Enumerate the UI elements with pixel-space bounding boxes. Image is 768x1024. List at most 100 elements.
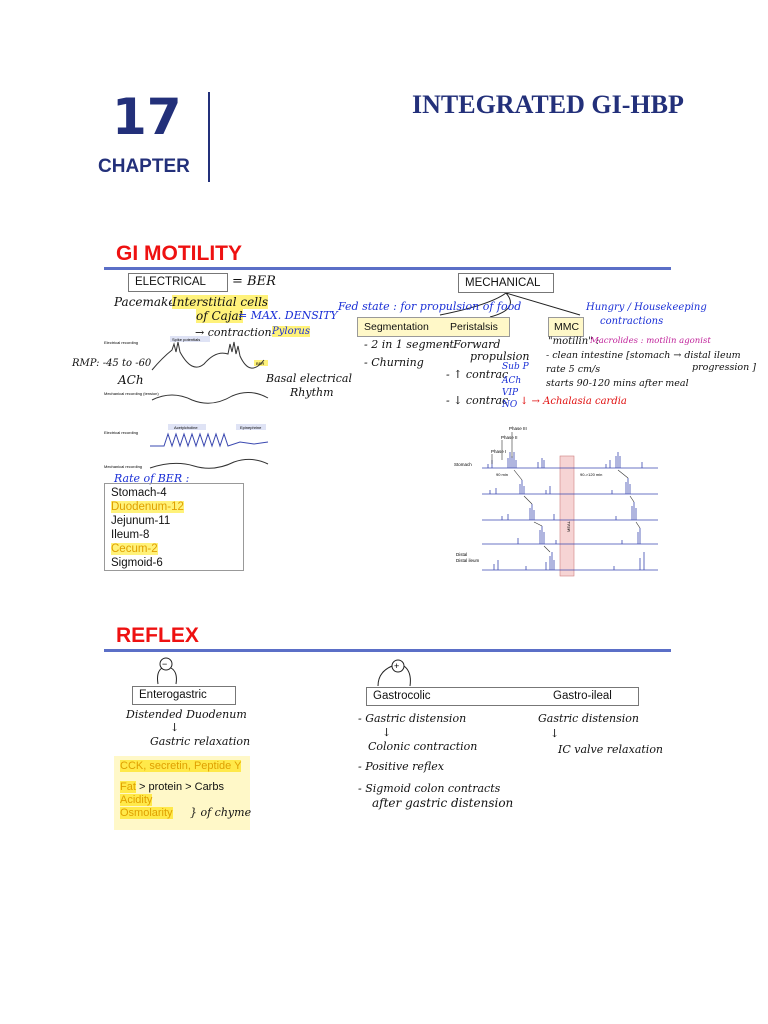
reflex-heading: REFLEX	[116, 624, 199, 647]
mmc-contractions-note: contractions	[600, 316, 664, 327]
time-label-2: 90->120 min	[580, 472, 602, 477]
gastrocolic-arrow: ↓	[382, 726, 392, 739]
ber-trace-2: Electrical recording Mechanical recordin…	[104, 424, 269, 469]
gastrocolic-loop: +	[377, 659, 411, 687]
fat-rest: > protein > Carbs	[138, 781, 224, 793]
ach-note: ACh	[118, 373, 144, 387]
mmc-chart: Phase III Phase II Phase I Stomach 90 mi…	[454, 426, 658, 577]
rmp-note: RMP: -45 to -60	[72, 358, 152, 369]
mmc-rate: rate 5 cm/s	[546, 364, 601, 375]
rate-ileum: Ileum-8	[111, 529, 150, 541]
trace1-label-electrical: Electrical recording	[104, 340, 138, 345]
rate-sigmoid: Sigmoid-6	[111, 557, 163, 569]
gastroileal-note-2: IC valve relaxation	[558, 743, 664, 756]
distal-ileum-label-1: Distal	[456, 552, 467, 557]
chapter-title: INTEGRATED GI-HBP	[412, 90, 684, 119]
time-label-1: 90 min	[496, 472, 508, 477]
pylorus-note: Pylorus	[272, 326, 310, 337]
gastrocolic-note-2: Colonic contraction	[368, 740, 478, 753]
pacemaker-text2: of Cajal	[196, 309, 243, 323]
electrical-wave	[151, 341, 265, 371]
mechanical-branches	[439, 293, 581, 318]
mmc-progression: progression ]	[692, 362, 756, 373]
fed-state-note: Fed state : for propulsion of food	[338, 300, 522, 313]
per-note-vip: VIP	[502, 388, 519, 398]
epi-tag-bg	[236, 424, 266, 430]
gastroileal-arrow: ↓	[550, 727, 560, 740]
trace1-label-mechanical: Mechanical recording (tension)	[104, 391, 159, 396]
mmc-macrolides: Macrolides : motilin agonist	[590, 336, 711, 346]
chapter-label: CHAPTER	[98, 156, 190, 177]
gastrocolic-sign: +	[394, 661, 399, 671]
rate-duodenum: Duodenum-12	[111, 501, 184, 513]
meal-band	[559, 455, 575, 577]
gastric-reflex-box: Gastrocolic Gastro-ileal	[366, 687, 639, 706]
reflex-rule	[104, 649, 671, 652]
gastroileal-label: Gastro-ileal	[553, 690, 612, 702]
enterogastric-box: Enterogastric	[132, 686, 236, 705]
trace2-label-electrical: Electrical recording	[104, 430, 138, 435]
enterogastric-arrow: ↓	[170, 721, 180, 734]
per-note-forward: - Forward	[446, 338, 501, 351]
of-chyme-note: } of chyme	[190, 806, 252, 819]
trace2-electrical-wave	[150, 432, 269, 448]
fat-label: Fat	[120, 781, 136, 793]
ber-trace-1: Electrical recording Mechanical recordin…	[104, 336, 269, 404]
achalasia-note: ↓ → Achalasia cardia	[520, 396, 627, 407]
basal-note-2: Rhythm	[290, 386, 334, 399]
enterogastric-note-1: Distended Duodenum	[126, 708, 247, 721]
gastrocolic-note-3: - Positive reflex	[358, 760, 444, 773]
peristalsis-label: Peristalsis	[450, 321, 498, 333]
acidity-label: Acidity	[120, 794, 153, 806]
mediators-box: CCK, secretin, Peptide Y Fat > protein >…	[114, 756, 250, 830]
mmc-starts: starts 90-120 mins after meal	[546, 378, 689, 389]
gastroileal-note-1: Gastric distension	[538, 712, 639, 725]
per-note-decrease: - ↓ contrac	[446, 394, 509, 407]
pacemaker-text1: Interstitial cells	[172, 295, 269, 309]
trace2-mechanical-wave	[149, 458, 269, 469]
stomach-label: Stomach	[454, 462, 472, 467]
gastrocolic-note-5: after gastric distension	[372, 796, 514, 810]
per-note-propulsion: propulsion	[470, 350, 530, 363]
enterogastric-note-2: Gastric relaxation	[150, 735, 251, 748]
gi-motility-rule	[104, 267, 671, 270]
spike-tag: Spike potentials	[172, 337, 200, 342]
segmentation-label: Segmentation	[364, 321, 429, 333]
osmolarity-label: Osmolarity	[120, 807, 173, 819]
phase3-label: Phase III	[509, 426, 527, 431]
pacemaker-label: Pacemaker :	[114, 295, 190, 309]
epi-tag: Epinephrine	[240, 425, 262, 430]
contractions-note: → contractions	[195, 326, 278, 339]
gi-motility-heading: GI MOTILITY	[116, 242, 242, 265]
rate-title: Rate of BER :	[114, 472, 190, 485]
ber-note: = BER	[232, 274, 276, 289]
mmc-arrows	[491, 432, 641, 553]
mechanical-wave	[151, 392, 269, 404]
phase1-label: Phase I	[491, 449, 506, 454]
mmc-clean: - clean intestine [stomach → distal ileu…	[546, 350, 741, 361]
hungry-note: Hungry / Housekeeping	[586, 302, 707, 313]
mechanical-box: MECHANICAL	[458, 273, 554, 293]
distal-ileum-label: Distal ileum	[456, 558, 480, 563]
spike-tag-bg	[170, 336, 210, 342]
mediators-text: CCK, secretin, Peptide Y	[120, 760, 242, 772]
gastrocolic-note-1: - Gastric distension	[358, 712, 467, 725]
per-note-no: NO	[502, 400, 518, 410]
enterogastric-loop: −	[157, 657, 177, 685]
phase2-label: Phase II	[501, 435, 518, 440]
mmc-box: MMC	[548, 317, 584, 337]
ber-tag: BER	[256, 361, 264, 366]
gastrocolic-note-4: - Sigmoid colon contracts	[358, 782, 501, 795]
enterogastric-sign: −	[162, 659, 167, 669]
per-note-ach: ACh	[502, 376, 522, 386]
trace2-label-mechanical: Mechanical recording	[104, 464, 142, 469]
per-note-subp: Sub P	[502, 362, 529, 372]
header-divider	[208, 92, 210, 182]
seg-note-2: - Churning	[364, 356, 424, 369]
rate-box: Stomach-4 Duodenum-12 Jejunum-11 Ileum-8…	[104, 483, 244, 571]
ach-tag-bg	[168, 424, 206, 430]
electrical-box: ELECTRICAL	[128, 273, 228, 292]
seg-note-1: - 2 in 1 segment	[364, 338, 454, 351]
per-note-increase: - ↑ contrac	[446, 368, 509, 381]
mmc-motilin: "motilin" :	[548, 336, 600, 347]
